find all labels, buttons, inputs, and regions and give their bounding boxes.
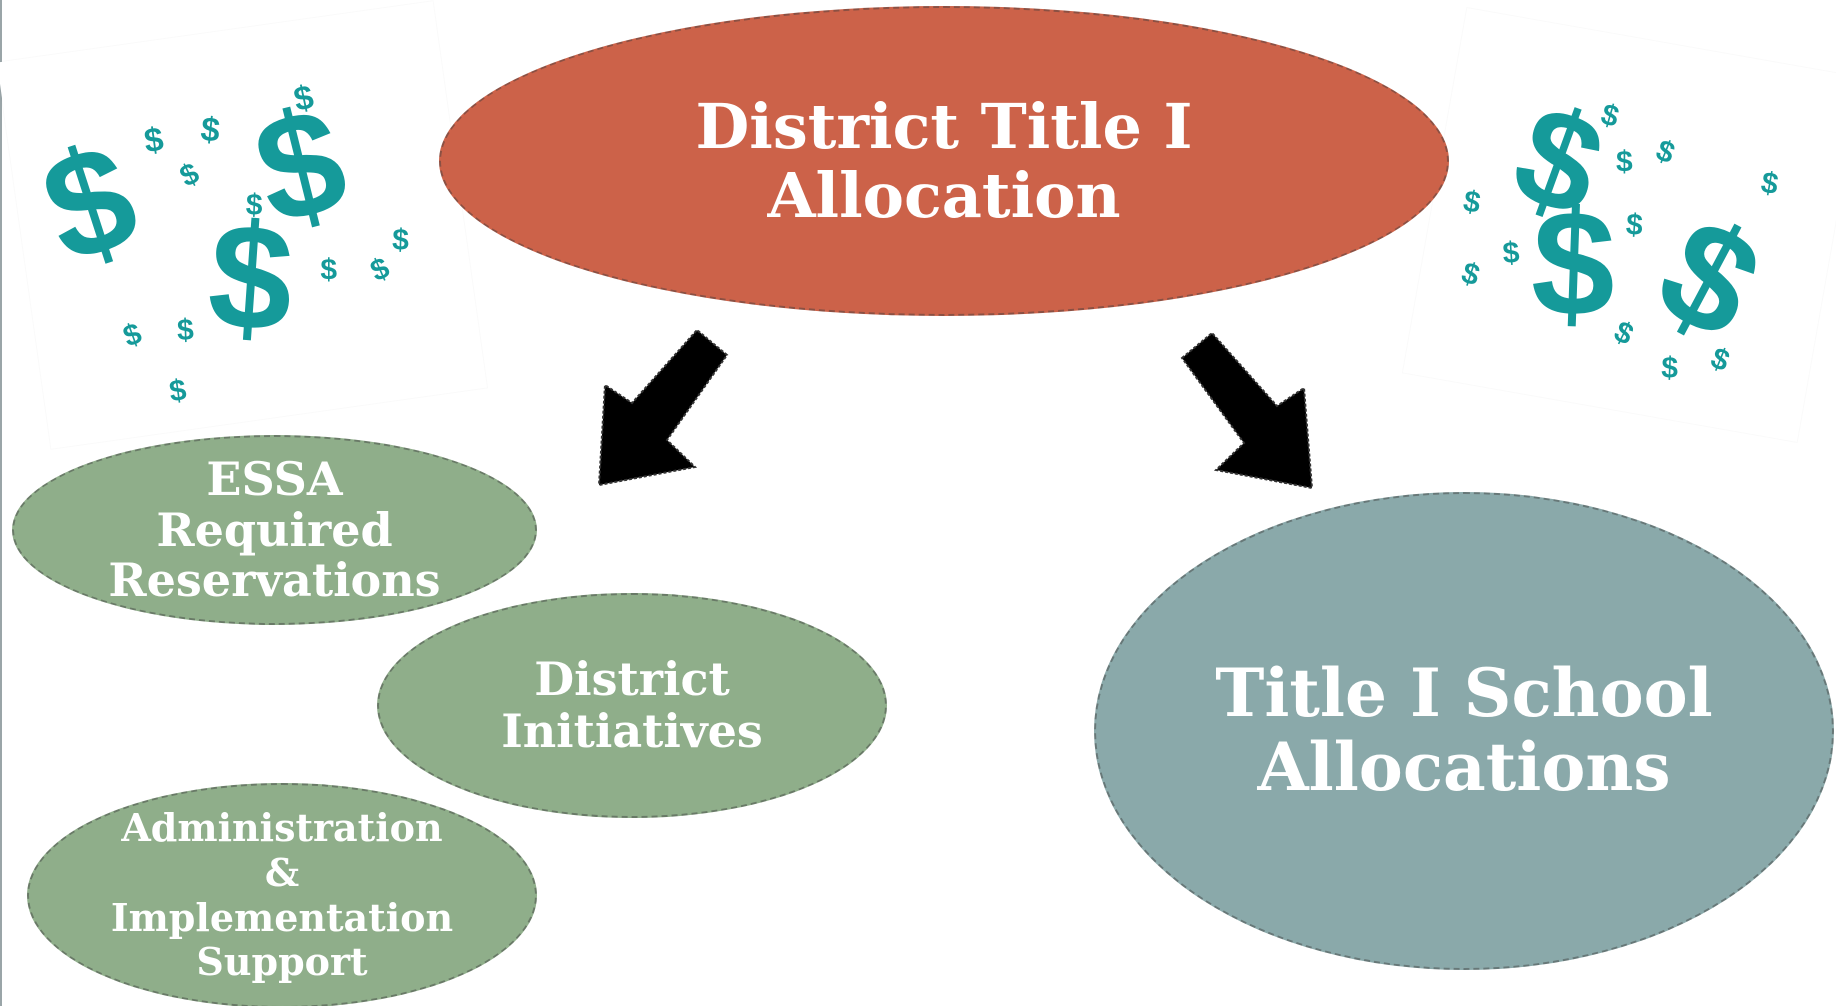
essa-node-line2: Required bbox=[156, 502, 393, 557]
dollar-sign-icon: $ bbox=[1651, 134, 1679, 171]
main-node-line1: District Title I bbox=[695, 89, 1193, 163]
essa-required-reservations-node: ESSA Required Reservations bbox=[12, 435, 537, 625]
dollar-sign-icon: $ bbox=[1625, 208, 1644, 242]
dollar-sign-icon: $ bbox=[1502, 236, 1521, 270]
district-node-line1: District bbox=[534, 651, 730, 706]
dollar-sign-icon: $ bbox=[175, 157, 205, 194]
dollar-signs-left-icon: $$$$$$$$$$$$$$ bbox=[24, 74, 410, 409]
dollar-sign-icon: $ bbox=[1616, 145, 1633, 178]
essa-node-line3: Reservations bbox=[108, 553, 441, 608]
dollar-sign-icon: $ bbox=[245, 188, 263, 222]
district-title-i-allocation-node: District Title I Allocation bbox=[439, 6, 1449, 316]
dollar-sign-icon: $ bbox=[176, 314, 194, 348]
money-right-image: $$$$$$$$$$$$$$ bbox=[1402, 8, 1836, 442]
dollar-sign-icon: $ bbox=[1609, 315, 1639, 352]
admin-node-line3: Implementation bbox=[110, 894, 454, 940]
dollar-sign-icon: $ bbox=[199, 110, 222, 150]
dollar-sign-icon: $ bbox=[142, 120, 166, 160]
admin-node-line2: & bbox=[264, 849, 300, 895]
dollar-sign-icon: $ bbox=[167, 374, 188, 409]
dollar-sign-icon: $ bbox=[1759, 166, 1781, 201]
dollar-sign-icon: $ bbox=[1661, 351, 1679, 385]
money-left-image: $$$$$$$$$$$$$$ bbox=[0, 1, 487, 449]
dollar-sign-icon: $ bbox=[320, 254, 337, 287]
dollar-signs-right-icon: $$$$$$$$$$$$$$ bbox=[1458, 73, 1787, 385]
dollar-sign-icon: $ bbox=[1633, 184, 1786, 372]
dollar-sign-icon: $ bbox=[1529, 178, 1618, 349]
title-i-school-allocations-node: Title I School Allocations bbox=[1094, 492, 1834, 970]
down-left-arrow-icon bbox=[597, 328, 729, 487]
administration-implementation-support-node: Administration & Implementation Support bbox=[27, 783, 537, 1006]
dollar-sign-icon: $ bbox=[392, 223, 410, 257]
main-node-line2: Allocation bbox=[767, 159, 1121, 232]
down-right-arrow-icon bbox=[1180, 331, 1314, 490]
district-initiatives-node: District Initiatives bbox=[377, 593, 887, 818]
dollar-sign-icon: $ bbox=[203, 190, 298, 363]
admin-node-line4: Support bbox=[196, 939, 368, 985]
school-node-line2: Allocations bbox=[1257, 728, 1671, 806]
dollar-sign-icon: $ bbox=[119, 317, 146, 354]
essa-node-line1: ESSA bbox=[206, 452, 343, 507]
dollar-sign-icon: $ bbox=[24, 110, 155, 296]
district-node-line2: Initiatives bbox=[501, 703, 763, 758]
dollar-sign-icon: $ bbox=[366, 251, 395, 288]
dollar-sign-icon: $ bbox=[1458, 256, 1484, 293]
dollar-sign-icon: $ bbox=[1461, 185, 1483, 220]
school-node-line1: Title I School bbox=[1215, 654, 1713, 733]
admin-node-line1: Administration bbox=[121, 804, 443, 850]
